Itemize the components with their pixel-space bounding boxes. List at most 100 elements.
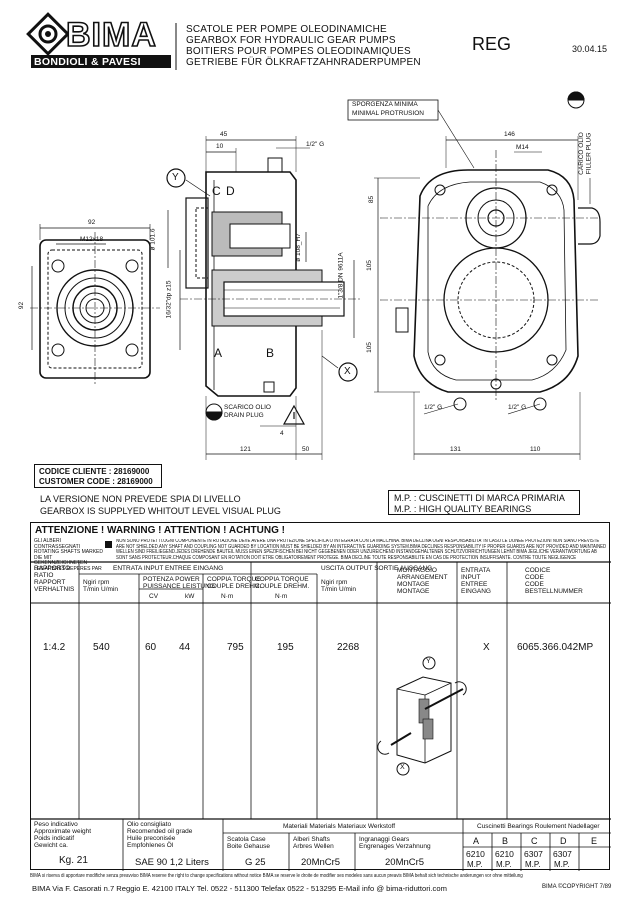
code-header-line: CODE [525, 581, 544, 588]
entry-header-line: EINGANG [461, 588, 491, 595]
weight-header-line: Peso indicativo [34, 821, 78, 828]
mount-x-label: X [400, 764, 405, 771]
rpm-in-header-line: Ngiri rpm [83, 579, 110, 586]
footer-address: BIMA Via F. Casorati n.7 Reggio E. 42100… [32, 884, 447, 893]
rpm-in-header-line: T/min U/min [83, 586, 119, 593]
dim-shaft: 1"3/8 DN 9611A [337, 252, 345, 299]
table-grid [31, 561, 611, 871]
case-value: G 25 [245, 857, 266, 868]
dim-92-side: 92 [18, 301, 26, 310]
warning-right-line: NON SONO PROTETTI.OGNI COMPONENTE IN ROT… [116, 539, 600, 544]
shafts-header-line: Alberi Shafts [293, 836, 330, 843]
footer-disclaimer-wrap: BIMA si riserva di apportare modifiche s… [30, 873, 610, 879]
rpm-out-header-line: Ngiri rpm [321, 579, 348, 586]
label-a: A [214, 346, 223, 360]
power-header-line: PUISSANCE LEISTUNG [143, 583, 215, 590]
dim-105-a: 105 [365, 260, 373, 271]
label-c: C [212, 184, 221, 198]
dim-146: 146 [504, 131, 515, 138]
dim-101-6: ø 101.6 [149, 228, 157, 251]
footer-copyright: BIMA ©COPYRIGHT 7/89 [542, 884, 612, 890]
bearing-col-d: D [560, 836, 567, 846]
dim-spline: 16/32"dp z15 [165, 280, 173, 319]
warning-right-line: WELLEN SIND FREILIEGEND.JEDES DREHENDE B… [116, 549, 597, 556]
oil-value: SAE 90 1,2 Liters [135, 857, 209, 868]
customer-code-box: CODICE CLIENTE : 28169000 CUSTOMER CODE … [34, 464, 162, 488]
bearing-val-c: 6307 [524, 849, 543, 859]
case-header-line: Boite Gehause [227, 843, 271, 850]
cell-ratio: 1:4.2 [43, 642, 66, 653]
weight-header-line: Gewicht ca. [34, 842, 68, 849]
ratio-header: RAPPORTO RATIO RAPPORT VERHALTNIS [34, 565, 74, 593]
gears-header-line: Engrenages Verzahnung [359, 843, 431, 850]
title-it: SCATOLE PER POMPE OLEODINAMICHE [186, 24, 387, 35]
shafts-header-line: Arbres Wellen [293, 843, 334, 850]
cell-rpm-in: 540 [93, 642, 110, 653]
warning-title: ATTENZIONE ! WARNING ! ATTENTION ! ACHTU… [35, 525, 285, 536]
cell-kw: 44 [179, 642, 191, 653]
client-code: CODICE CLIENTE : 28169000 [39, 467, 150, 476]
cell-torque-in: 795 [227, 642, 244, 653]
entry-header: ENTRATA INPUT ENTREE EINGANG [461, 567, 491, 595]
gears-value: 20MnCr5 [385, 857, 425, 868]
code-header-line: CODE [525, 574, 544, 581]
nm-out-header: N·m [275, 593, 288, 600]
label-d: D [226, 184, 235, 198]
shafts-value: 20MnCr5 [301, 857, 341, 868]
warning-right: NON SONO PROTETTI.OGNI COMPONENTE IN ROT… [116, 539, 606, 561]
materials-header: Materiali Materials Materiaux Werkstoff [283, 823, 396, 830]
weight-header-line: Approximate weight [34, 828, 92, 835]
title-fr: BOITIERS POUR POMPES OLEODINAMIQUES [186, 46, 411, 57]
warning-left-line: DIE MIT GEKENNZEICHNETEN [34, 554, 88, 567]
dim-108-h7: ø 108_H7 [294, 233, 302, 262]
bearing-val-a: 6210 [466, 849, 485, 859]
dim-92-top: 92 [88, 219, 96, 226]
warning-left-line: GLI ALBERI CONTRASSEGNATI [34, 538, 81, 550]
oil-header-line: Empfohlenes Öl [127, 842, 174, 849]
torque-out-header-line: COUPLE DREHM. [255, 583, 310, 590]
cv-header: CV [149, 593, 159, 600]
weight-header-line: Poids indicatif [34, 835, 75, 842]
bearing-mp-b: M.P. [496, 860, 512, 869]
brand-logo: BIMA [26, 12, 177, 70]
dim-thread-right: 1/2" G [508, 404, 527, 411]
cell-rpm-out: 2268 [337, 642, 360, 653]
mount-header-line: MONTAGE [397, 581, 430, 588]
axis-y-label: Y [172, 172, 179, 183]
warning-shaft-icon [105, 541, 113, 549]
ratio-header-line: RAPPORT [34, 579, 66, 586]
input-header: ENTRATA INPUT ENTREE EINGANG [113, 565, 224, 572]
dim-50: 50 [302, 446, 310, 453]
dim-85: 85 [368, 195, 376, 204]
revision-date: 30.04.15 [572, 44, 608, 54]
flange-view [30, 224, 160, 386]
mp-note-en: M.P. : HIGH QUALITY BEARINGS [394, 504, 532, 514]
gears-header: Ingranaggi Gears Engrenages Verzahnung [359, 836, 431, 850]
mount-header-line: ARRANGEMENT [397, 574, 448, 581]
kw-header: kW [185, 593, 195, 600]
cell-entry: X [483, 642, 490, 653]
rpm-out-header: Ngiri rpm T/min U/min [321, 579, 356, 593]
torque-in-header-line: COPPIA TORQUE [207, 576, 261, 583]
power-header: POTENZA POWER PUISSANCE LEISTUNG [143, 576, 215, 590]
customer-code: CUSTOMER CODE : 28169000 [39, 477, 153, 486]
nm-in-header: N·m [221, 593, 234, 600]
oil-header-line: Olio consigliato [127, 821, 172, 828]
front-view [347, 91, 601, 460]
bearing-col-a: A [473, 836, 480, 846]
spec-table: ATTENZIONE ! WARNING ! ATTENTION ! ACHTU… [30, 522, 611, 871]
rpm-in-header: Ngiri rpm T/min U/min [83, 579, 118, 593]
label-drain: DRAIN PLUG [224, 412, 264, 419]
title-de: GETRIEBE FÜR ÖLKRAFTZAHNRADERPUMPEN [186, 57, 421, 68]
label-sporgenza: SPORGENZA MINIMA [352, 101, 418, 108]
dim-110: 110 [530, 446, 541, 453]
axis-x-label: X [344, 366, 351, 377]
dim-10: 10 [216, 143, 224, 150]
gearbox-drawing [30, 91, 601, 460]
bearing-note-box: M.P. : CUSCINETTI DI MARCA PRIMARIA M.P.… [388, 490, 580, 515]
torque-in-header: COPPIA TORQUE COUPLE DREHM. [207, 576, 261, 590]
code-header-line: CODICE [525, 567, 551, 574]
cell-torque-out: 195 [277, 642, 294, 653]
label-scarico: SCARICO OLIO [224, 404, 271, 411]
dim-4: 4 [280, 430, 284, 437]
